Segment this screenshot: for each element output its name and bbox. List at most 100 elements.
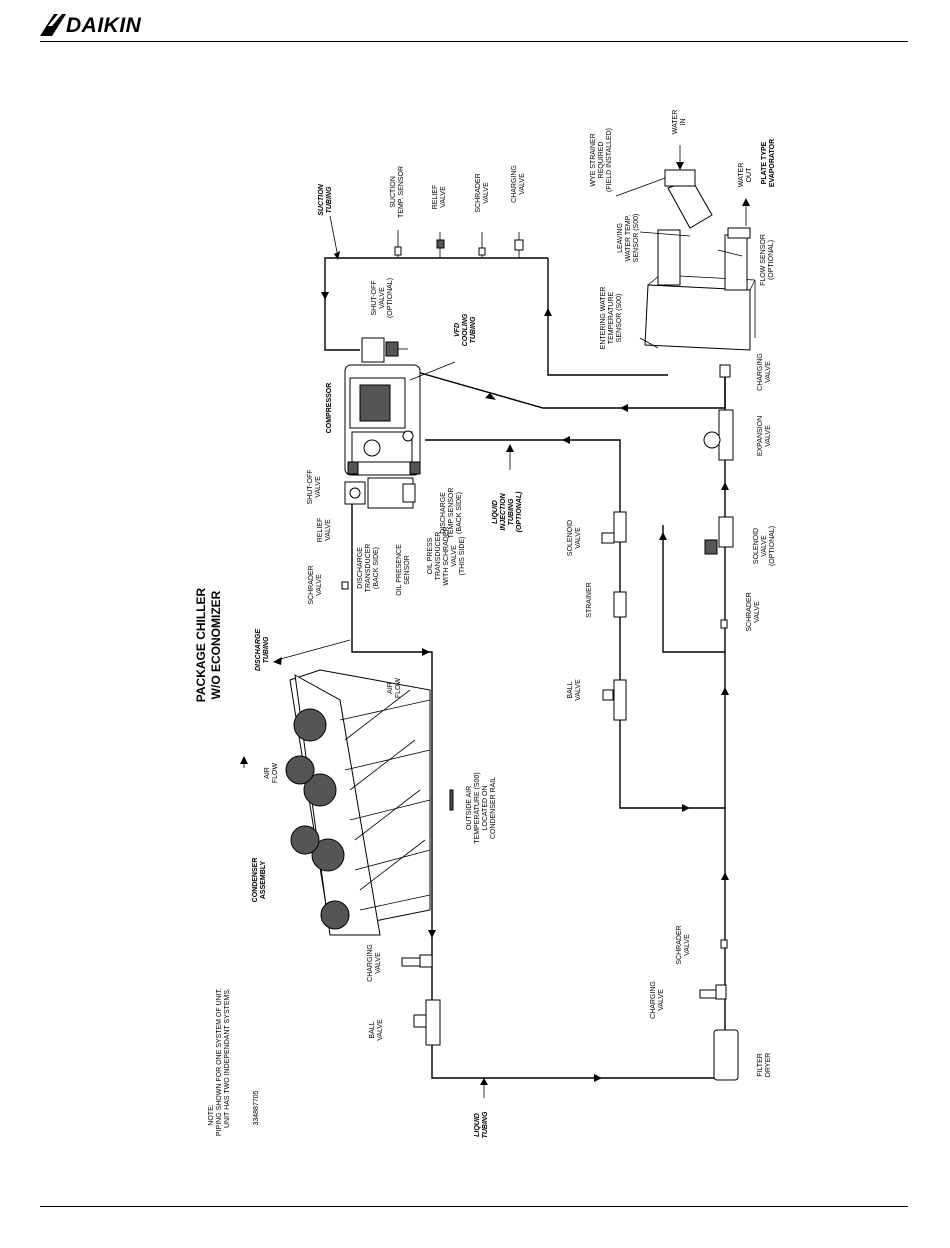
shutoff-valve-optional-label-line: (OPTIONAL) (387, 278, 394, 318)
expansion-valve-label: EXPANSIONVALVE (757, 416, 772, 456)
ball-valve-left-label: BALLVALVE (369, 1019, 384, 1041)
discharge-transducer-label: DISCHARGETRANSDUCER(BACK SIDE) (357, 544, 380, 593)
discharge-temp-sensor-label-line: DISCHARGE (440, 492, 447, 534)
relief-valve-mid-label-line: RELIEF (317, 518, 324, 543)
bypass-pipe (662, 525, 725, 653)
drawing-number: 334887705 (253, 1090, 260, 1125)
vfd-cooling-tubing-label-line: COOLING (462, 313, 469, 346)
charging-valve-evap-label: CHARGINGVALVE (757, 353, 772, 391)
strainer-label: STRAINER (586, 582, 593, 617)
note-line2: PIPING SHOWN FOR ONE SYSTEM OF UNIT. (216, 988, 223, 1136)
note-line2-line: PIPING SHOWN FOR ONE SYSTEM OF UNIT. (216, 988, 223, 1136)
ball-valve-mid-label-line: VALVE (575, 679, 582, 701)
solenoid-valve-optional-label-line: VALVE (761, 535, 768, 557)
suction-temp-sensor-label-line: SUCTION (390, 176, 397, 208)
shutoff-valve-optional-label-line: VALVE (379, 287, 386, 309)
schrader-valve-label-line: VALVE (483, 182, 490, 204)
water-out-label-line: OUT (746, 167, 753, 183)
title-line: PACKAGE CHILLER (194, 587, 208, 702)
ball-valve-left-label-line: BALL (369, 1021, 376, 1038)
air-flow-left-label-line: AIR (264, 767, 271, 779)
filter-dryer (713, 1029, 739, 1081)
air-flow-right-label-line: AIR (387, 682, 394, 694)
outside-air-sensor-label-line: LOCATED ON (482, 786, 489, 831)
liquid-injection-tubing-label: LIQUIDINJECTIONTUBING(OPTIONAL) (492, 491, 523, 532)
schrader-valve-label-line: SCHRADER (475, 173, 482, 212)
oil-press-transducer-label-line: (THIS SIDE) (459, 537, 466, 576)
note-label-line: NOTE: (208, 1104, 215, 1125)
charging-valve-evap-label-line: VALVE (765, 361, 772, 383)
charging-valve-label-line: VALVE (519, 173, 526, 195)
solenoid-valve-label: SOLENOIDVALVE (567, 520, 582, 556)
condenser-assembly-label-line: ASSEMBLY (260, 861, 267, 900)
leaving-water-sensor-label-line: SENSOR (S00) (633, 214, 640, 263)
entering-water-sensor-label-line: ENTERING WATER (600, 287, 607, 350)
relief-valve-label: RELIEFVALVE (432, 185, 447, 210)
oil-press-transducer-label: OIL PRESSTRANSDUCERWITH SCHRADERVALVE(TH… (427, 526, 466, 585)
title-line2-line: W/O ECONOMIZER (209, 590, 223, 699)
ball-valve-mid-label-line: BALL (567, 681, 574, 698)
schrader-valve-low-label-line: SCHRADER (746, 592, 753, 631)
condenser-assembly-label: CONDENSERASSEMBLY (252, 858, 267, 903)
discharge-temp-sensor-label: DISCHARGETEMP SENSOR(BACK SIDE) (440, 488, 463, 539)
vfd-cooling-tubing-label-line: VFD (454, 323, 461, 337)
leaving-water-sensor-label: LEAVINGWATER TEMP.SENSOR (S00) (617, 214, 640, 263)
plate-type-evaporator (644, 169, 756, 351)
shutoff-valve-label-line: VALVE (315, 476, 322, 498)
expansion-valve-label-line: EXPANSION (757, 416, 764, 456)
suction-pipe (324, 257, 548, 351)
oil-presence-sensor-label-line: SENSOR (404, 555, 411, 585)
water-out-label: WATEROUT (738, 163, 753, 188)
solenoid-valve-optional-label: SOLENOIDVALVE(OPTIONAL) (753, 526, 776, 566)
relief-valve-label-line: RELIEF (432, 185, 439, 210)
vfd-cooling-tubing-label-line: TUBING (470, 316, 477, 343)
shutoff-valve-optional (361, 337, 385, 363)
leaving-water-sensor-label-line: WATER TEMP. (625, 215, 632, 262)
outside-air-sensor-label: OUTSIDE AIRTEMPERATURE (S00)LOCATED ONCO… (466, 772, 497, 843)
oil-press-transducer-label-line: OIL PRESS (427, 537, 434, 574)
liquid-injection-tubing-label-line: (OPTIONAL) (516, 491, 523, 532)
footer-rule (40, 1206, 908, 1207)
ball-valve-left (425, 999, 441, 1046)
brand-name: DAIKIN (66, 14, 142, 37)
suction-temp-sensor-label-line: TEMP. SENSOR (398, 166, 405, 218)
strainer-label-line: STRAINER (586, 582, 593, 617)
schrader-valve-mid-label-line: VALVE (316, 574, 323, 596)
flow-arrow (422, 648, 430, 656)
schrader-valve-label: SCHRADERVALVE (475, 173, 490, 212)
liquid-injection-tubing-label-line: TUBING (508, 498, 515, 525)
ball-valve-mid (613, 679, 627, 721)
water-out-label-line: WATER (738, 163, 745, 188)
solenoid-valve-optional-label-line: SOLENOID (753, 528, 760, 564)
note-line3: UNIT HAS TWO INDEPENDANT SYSTEMS. (224, 988, 231, 1128)
liquid-tubing-label-line: TUBING (482, 1111, 489, 1138)
drawing-number-line: 334887705 (253, 1090, 260, 1125)
wye-strainer-label-line: (FIELD INSTALLED) (606, 128, 613, 192)
relief-valve-label-line: VALVE (440, 186, 447, 208)
filter-dryer-label-line: FILTER (757, 1053, 764, 1077)
evaporator-label: PLATE TYPEEVAPORATOR (761, 139, 776, 187)
water-in-label-line: IN (680, 119, 687, 126)
charging-valve-label: CHARGINGVALVE (511, 165, 526, 203)
schrader-valve-mid-label-line: SCHRADER (308, 565, 315, 604)
suction-tubing-label: SUCTIONTUBING (318, 183, 333, 215)
note-label: NOTE: (208, 1104, 215, 1125)
note-line3-line: UNIT HAS TWO INDEPENDANT SYSTEMS. (224, 988, 231, 1128)
liquid-pipe (431, 945, 725, 1079)
discharge-temp-sensor-label-line: TEMP SENSOR (448, 488, 455, 539)
flow-arrow (721, 687, 729, 695)
air-flow-left-label: AIRFLOW (264, 763, 279, 784)
schrader-valve-low-label: SCHRADERVALVE (746, 592, 761, 631)
charging-valve-evap-label-line: CHARGING (757, 353, 764, 391)
compressor (344, 364, 421, 476)
expansion-valve (718, 409, 734, 461)
charging-valve-left-label-line: CHARGING (367, 944, 374, 982)
discharge-temp-sensor-label-line: (BACK SIDE) (456, 492, 463, 534)
daikin-logo (40, 10, 170, 44)
compressor-label: COMPRESSOR (326, 383, 333, 434)
filter-dryer-label-line: DRYER (765, 1053, 772, 1077)
wye-strainer-label-line: REQUIRED (598, 142, 605, 179)
relief-valve-mid-label-line: VALVE (325, 519, 332, 541)
discharge-tubing-label-line: DISCHARGE (255, 629, 262, 671)
charging-valve-label-line: CHARGING (511, 165, 518, 203)
